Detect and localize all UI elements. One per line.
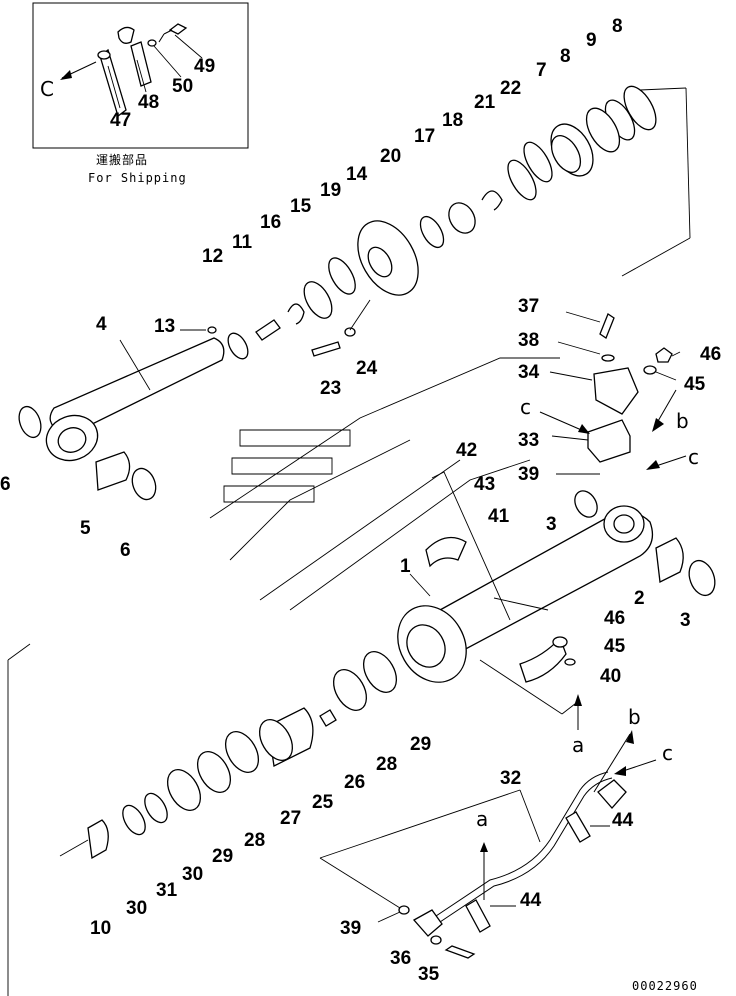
- callout-42: 42: [456, 440, 477, 461]
- pipe-assembly: [319, 730, 657, 959]
- callout-3b: 3: [680, 610, 691, 631]
- callout-3: 3: [546, 514, 557, 535]
- inset-callout-48: 48: [138, 92, 159, 113]
- flow-letter-a-1: a: [572, 733, 584, 757]
- callout-23: 23: [320, 378, 341, 399]
- callout-11: 11: [232, 232, 253, 253]
- callout-36: 36: [390, 948, 411, 969]
- callout-19: 19: [320, 180, 341, 201]
- callout-14: 14: [346, 164, 368, 185]
- callout-24: 24: [356, 358, 378, 379]
- callout-29b: 29: [212, 846, 233, 867]
- callout-31: 31: [156, 880, 178, 901]
- callout-2: 2: [634, 588, 645, 609]
- callout-8b: 8: [560, 46, 571, 67]
- callout-32: 32: [500, 768, 521, 789]
- callout-4: 4: [96, 314, 107, 335]
- callout-39b: 39: [340, 918, 361, 939]
- callout-45b: 45: [604, 636, 626, 657]
- callout-46: 46: [700, 344, 721, 365]
- callout-37: 37: [518, 296, 539, 317]
- manufacturer-logo: [209, 357, 560, 611]
- flow-letter-c-3: c: [662, 741, 673, 765]
- callout-28b: 28: [244, 830, 265, 851]
- inset-caption-jp: 運搬部品: [96, 152, 148, 167]
- callout-21: 21: [474, 92, 496, 113]
- callout-18: 18: [442, 110, 463, 131]
- shipping-inset: C: [32, 2, 249, 149]
- callout-27: 27: [280, 808, 301, 829]
- callout-25: 25: [312, 792, 334, 813]
- callout-6b: 6: [120, 540, 131, 561]
- callout-44b: 44: [520, 890, 542, 911]
- callout-13: 13: [154, 316, 175, 337]
- cylinder-tube: [397, 471, 716, 715]
- callout-39: 39: [518, 464, 539, 485]
- callout-7: 7: [536, 60, 547, 81]
- callout-41: 41: [488, 506, 510, 527]
- callout-44: 44: [612, 810, 634, 831]
- bracket-icon: [117, 26, 152, 87]
- callout-43: 43: [474, 474, 495, 495]
- callout-26: 26: [344, 772, 365, 793]
- callout-6: 6: [0, 474, 11, 495]
- callout-12: 12: [202, 246, 223, 267]
- callout-45: 45: [684, 374, 706, 395]
- flow-letter-c-1: c: [520, 395, 531, 419]
- callout-16: 16: [260, 212, 281, 233]
- flow-letter-c-2: c: [688, 445, 699, 469]
- callout-9: 9: [586, 30, 597, 51]
- inset-callout-47: 47: [110, 110, 131, 131]
- flow-letter-b-2: b: [628, 705, 641, 729]
- callout-28: 28: [376, 754, 397, 775]
- bolt-icon: [158, 23, 188, 43]
- callout-34: 34: [518, 362, 540, 383]
- callout-30b: 30: [126, 898, 147, 919]
- callout-29: 29: [410, 734, 431, 755]
- callout-20: 20: [380, 146, 401, 167]
- callout-10: 10: [90, 918, 111, 939]
- flow-letter-b-1: b: [676, 409, 689, 433]
- callout-38: 38: [518, 330, 539, 351]
- callout-1: 1: [400, 556, 411, 577]
- piston-assembly: [7, 643, 398, 996]
- inset-callout-50: 50: [172, 76, 193, 97]
- callout-30: 30: [182, 864, 203, 885]
- inset-caption-en: For Shipping: [88, 171, 187, 185]
- callout-15: 15: [290, 196, 312, 217]
- callout-33: 33: [518, 430, 539, 451]
- callout-46b: 46: [604, 608, 625, 629]
- drawing-number: 00022960: [632, 979, 698, 993]
- inset-arrow-letter: C: [40, 77, 54, 101]
- callout-8: 8: [612, 16, 623, 37]
- callout-17: 17: [414, 126, 435, 147]
- flow-letter-a-2: a: [476, 807, 488, 831]
- rod-assembly: [18, 85, 691, 501]
- callout-22: 22: [500, 78, 521, 99]
- callout-5: 5: [80, 518, 91, 539]
- inset-callout-49: 49: [194, 56, 215, 77]
- callout-40: 40: [600, 666, 621, 687]
- block-assembly: [539, 311, 687, 475]
- callout-35: 35: [418, 964, 440, 985]
